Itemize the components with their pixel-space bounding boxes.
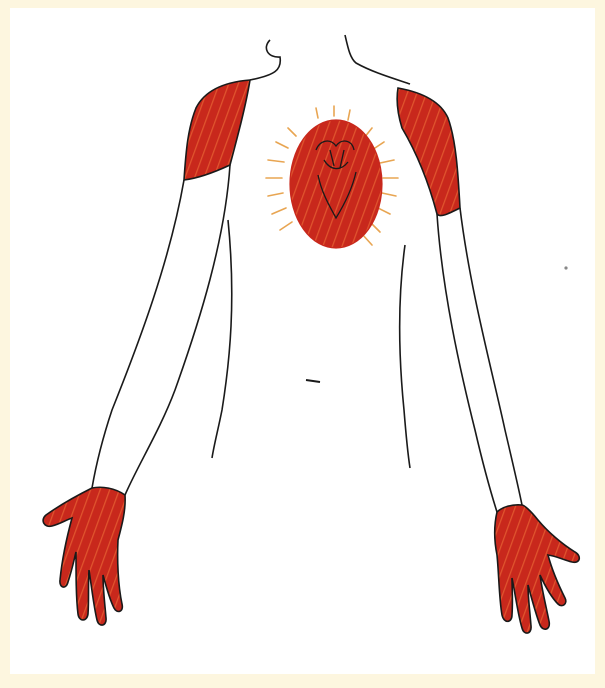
left-arm-outer <box>92 180 184 488</box>
neck-outline-left <box>250 40 280 80</box>
left-shoulder-region <box>184 80 250 180</box>
left-torso-side <box>212 220 232 458</box>
right-shoulder-region <box>397 88 460 216</box>
neck-outline-right <box>345 35 410 84</box>
right-torso-side <box>400 245 410 468</box>
right-arm-outer <box>460 208 522 505</box>
heart-region <box>290 120 382 248</box>
right-hand-region <box>495 505 580 633</box>
stray-mark <box>564 266 567 269</box>
navel-mark <box>306 380 320 382</box>
left-hand-region <box>43 487 125 625</box>
